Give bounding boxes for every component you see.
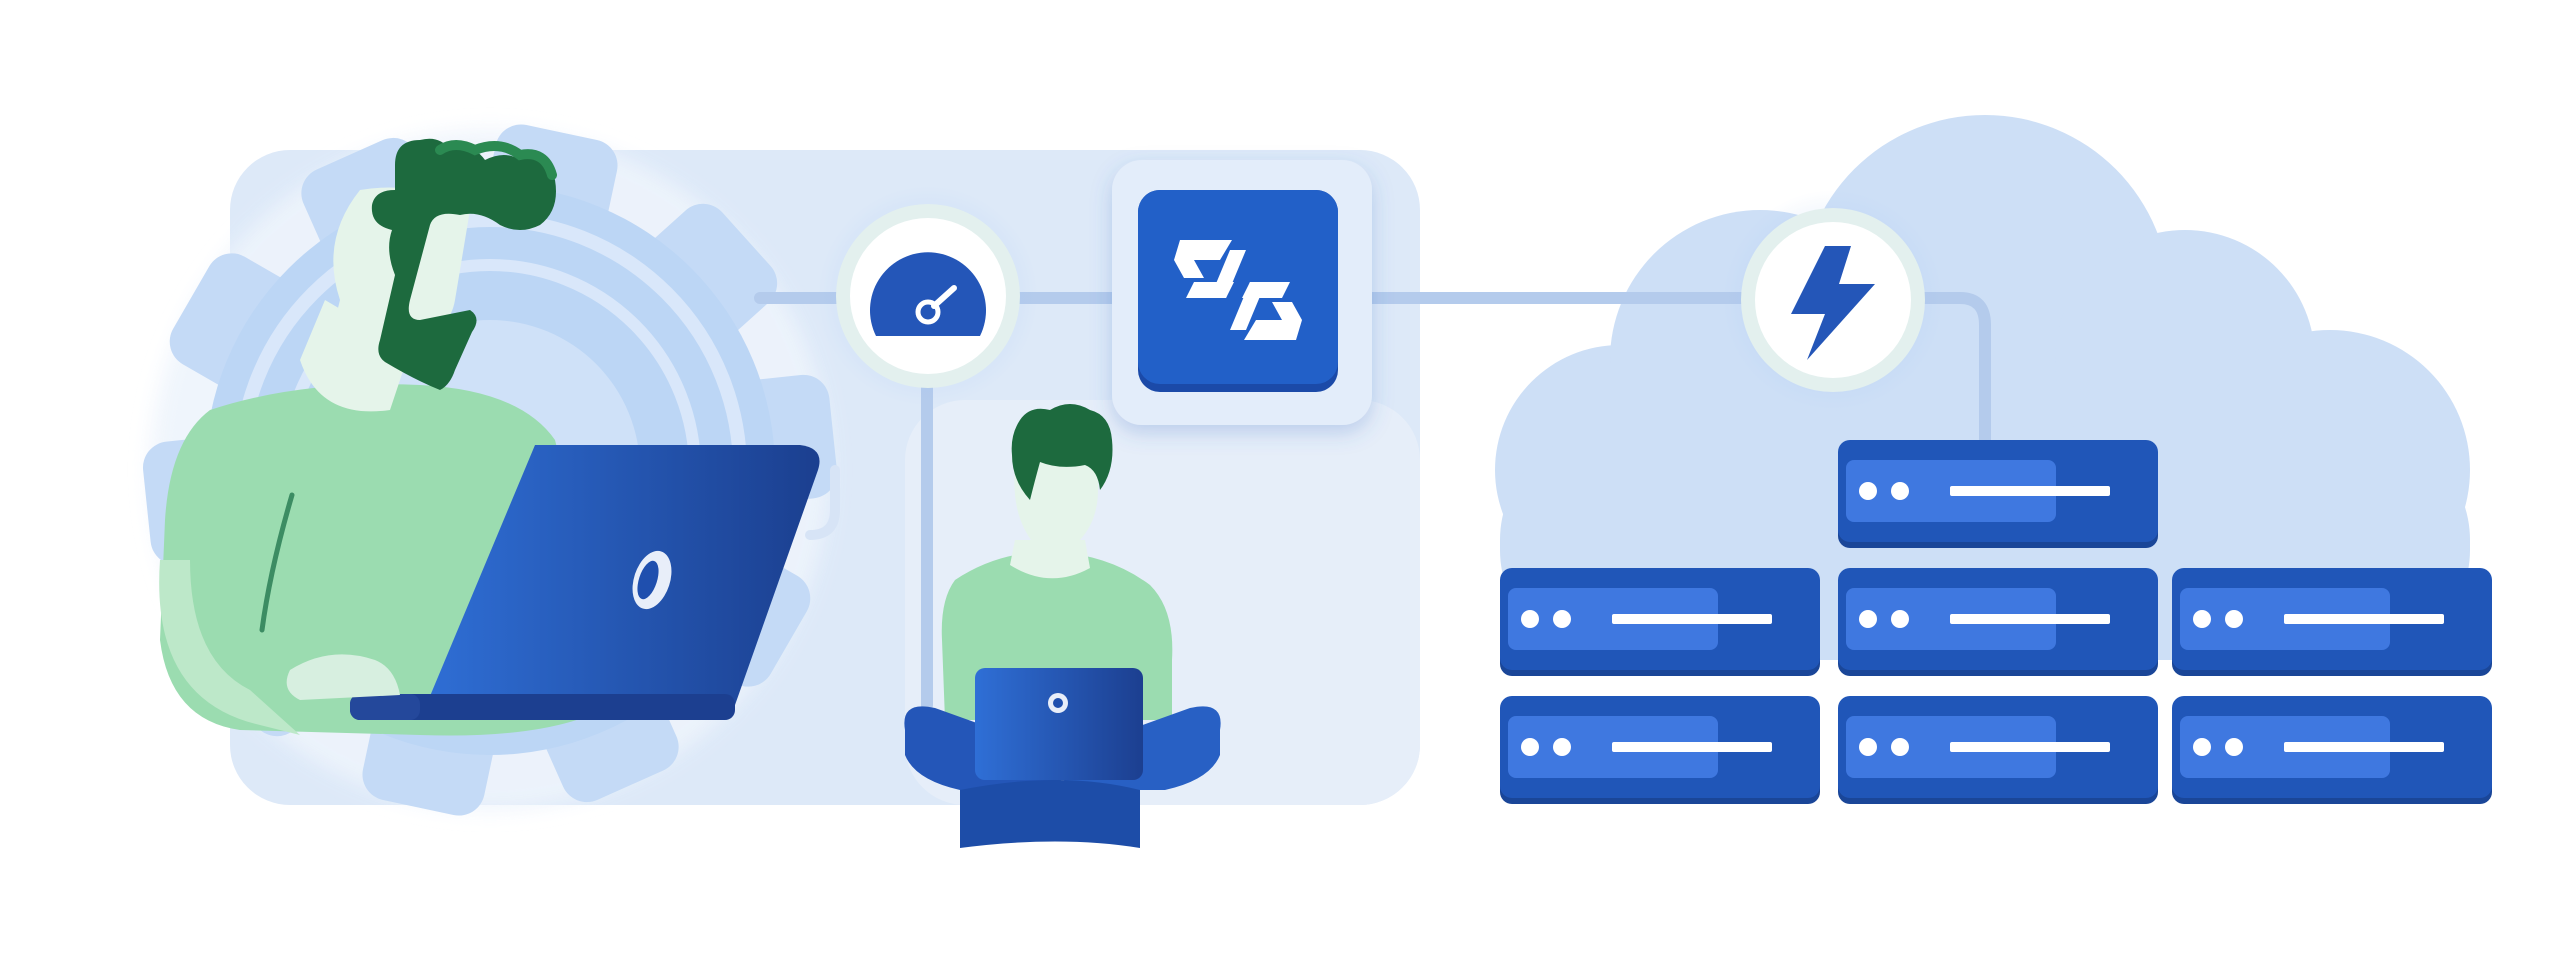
server-rack-icon — [2172, 696, 2492, 804]
person-small — [904, 404, 1221, 848]
speedometer-icon — [870, 252, 986, 336]
speedometer-node — [818, 186, 1038, 406]
person-small-hair — [1011, 404, 1113, 500]
laptop-large-icon — [350, 445, 820, 720]
server-rack-icon — [1838, 568, 2158, 676]
server-rack-icon — [2172, 568, 2492, 676]
server-rack-icon — [1838, 440, 2158, 548]
laptop-small-icon — [975, 668, 1143, 780]
server-rack-group — [1500, 440, 2492, 804]
server-rack-icon — [1500, 568, 1820, 676]
brand-logo-icon — [1174, 240, 1302, 340]
server-rack-icon — [1838, 696, 2158, 804]
brand-logo-tile — [1112, 160, 1372, 425]
server-rack-icon — [1500, 696, 1820, 804]
lightning-node — [1723, 190, 1943, 410]
person-large-hair — [371, 138, 556, 390]
lightning-bolt-icon — [1791, 246, 1875, 360]
person-large — [159, 138, 820, 736]
